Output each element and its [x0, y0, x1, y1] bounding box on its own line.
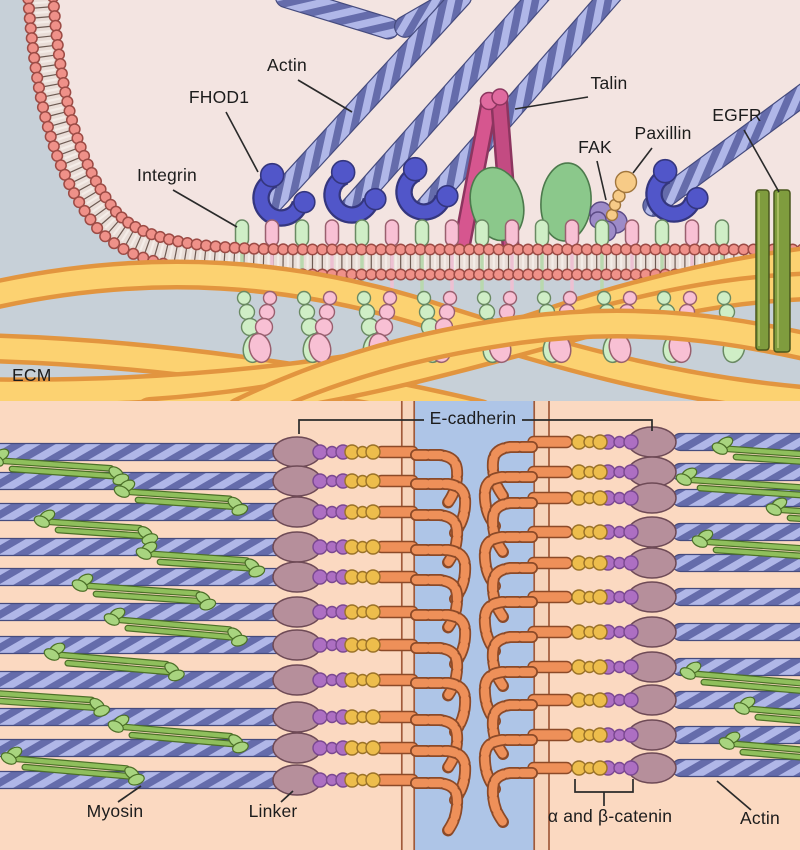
egfr-receptor — [773, 189, 791, 353]
ecm-fiber — [238, 313, 800, 401]
label-talin: Talin — [590, 73, 628, 93]
actin-filament — [0, 442, 289, 462]
e-cadherin-extracellular — [411, 643, 462, 702]
integrin-head — [684, 219, 700, 247]
e-cadherin-extracellular — [411, 778, 462, 837]
myosin-motor — [107, 714, 249, 754]
adherens-junction-illustration — [0, 401, 800, 850]
leader-line — [280, 790, 294, 803]
label-actin-bottom: Actin — [740, 808, 780, 828]
leader-line — [225, 111, 259, 173]
e-cadherin-bracket — [298, 419, 424, 434]
focal-adhesion-illustration — [0, 0, 800, 401]
integrin-head — [264, 219, 280, 247]
myosin-motor — [675, 467, 800, 499]
integrin-head — [624, 219, 640, 247]
leader-line — [297, 79, 353, 113]
myosin-motor — [0, 746, 145, 786]
actin-filament — [0, 670, 289, 690]
myosin-motor — [718, 731, 800, 762]
label-catenin: α and β-catenin — [547, 806, 673, 826]
myosin-motor — [0, 687, 111, 717]
integrin-head — [474, 219, 490, 247]
label-fhod1: FHOD1 — [188, 87, 250, 107]
myosin-motor — [711, 436, 800, 468]
integrin-stalk — [248, 332, 272, 364]
label-paxillin: Paxillin — [634, 123, 692, 143]
e-cadherin-extracellular — [488, 700, 537, 759]
fhod1-molecule — [254, 173, 307, 225]
integrin-head — [444, 219, 460, 247]
actin-filament — [671, 622, 800, 642]
myosin-motor — [71, 573, 217, 611]
e-cadherin-extracellular — [411, 715, 462, 774]
leader-line — [743, 129, 780, 193]
actin-filament — [671, 587, 800, 607]
label-fak: FAK — [578, 137, 612, 157]
actin-filament — [671, 758, 800, 778]
myosin-motor — [135, 541, 266, 578]
label-myosin: Myosin — [86, 801, 144, 821]
integrin-head — [654, 219, 670, 247]
e-cadherin-extracellular — [411, 510, 462, 569]
e-cadherin-extracellular — [488, 632, 537, 691]
e-cadherin-extracellular — [411, 575, 462, 634]
integrin-head — [234, 219, 250, 247]
myosin-motor — [691, 529, 800, 561]
myosin-motor — [679, 661, 800, 695]
e-cadherin-extracellular — [488, 498, 537, 557]
integrin-head — [354, 219, 370, 247]
actin-filament — [0, 471, 289, 491]
integrin-head — [384, 219, 400, 247]
e-cadherin-extracellular — [411, 450, 462, 509]
myosin-motor — [103, 607, 248, 647]
leader-line — [632, 147, 653, 174]
myosin-motor — [733, 696, 800, 727]
e-cadherin-extracellular — [488, 442, 537, 501]
integrin-head — [564, 219, 580, 247]
leader-line — [514, 96, 589, 110]
actin-filament — [0, 602, 289, 622]
fhod1-molecule — [325, 170, 378, 222]
leader-line — [117, 785, 142, 803]
myosin-motor — [113, 479, 249, 516]
label-e-cadherin: E-cadherin — [429, 408, 517, 428]
integrin-head — [534, 219, 550, 247]
myosin-motor — [0, 448, 130, 486]
label-integrin: Integrin — [137, 165, 197, 185]
actin-filament — [642, 79, 800, 217]
egfr-receptor — [755, 189, 770, 351]
integrin-head — [414, 219, 430, 247]
ecm-fiber — [0, 264, 800, 401]
leader-line — [172, 189, 238, 228]
paxillin-molecule — [614, 170, 638, 194]
integrin-head — [324, 219, 340, 247]
e-cadherin-extracellular — [488, 563, 537, 622]
label-egfr: EGFR — [712, 105, 762, 125]
integrin-head — [594, 219, 610, 247]
integrin-head — [504, 219, 520, 247]
leader-line — [596, 160, 607, 201]
actin-filament — [671, 522, 800, 542]
myosin-motor — [33, 509, 159, 546]
e-cadherin-extracellular — [488, 768, 537, 827]
integrin-head — [714, 219, 730, 247]
plasma-membrane — [27, 0, 800, 276]
label-actin-top: Actin — [267, 55, 307, 75]
label-ecm: ECM — [12, 365, 52, 385]
fhod1-molecule — [647, 169, 700, 221]
label-linker: Linker — [248, 801, 298, 821]
leader-line — [716, 780, 752, 811]
integrin-head — [294, 219, 310, 247]
actin-filament — [0, 707, 289, 727]
talin-head — [540, 162, 592, 242]
myosin-motor — [43, 642, 185, 682]
catenin-bracket — [574, 779, 634, 806]
fhod1-molecule — [397, 167, 450, 219]
